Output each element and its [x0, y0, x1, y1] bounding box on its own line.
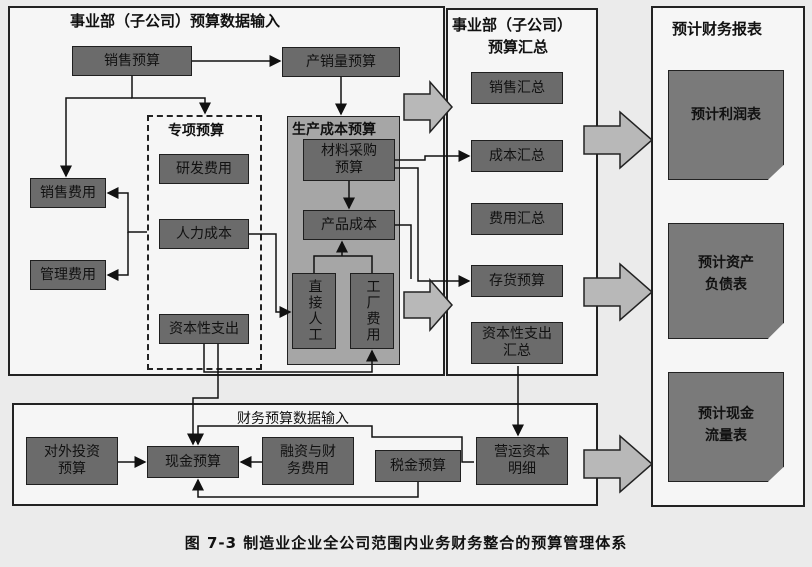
capex-summary-label-1: 资本性支出 — [482, 326, 552, 342]
division-summary-title-2: 预算汇总 — [488, 38, 549, 56]
capex-box: 资本性支出 — [159, 314, 249, 344]
production-cost-title: 生产成本预算 — [292, 122, 376, 138]
product-cost-box: 产品成本 — [303, 210, 395, 240]
inventory-budget-label: 存货预算 — [489, 272, 545, 289]
sales-expense-box: 销售费用 — [30, 178, 106, 208]
hr-cost-box: 人力成本 — [159, 219, 249, 249]
cash-budget-label: 现金预算 — [165, 453, 221, 470]
forecast-cashflow-doc: 预计现金流量表 — [668, 372, 784, 482]
production-budget-box: 产销量预算 — [282, 47, 400, 77]
forecast-reports-title: 预计财务报表 — [672, 20, 763, 38]
foreign-invest-box: 对外投资预算 — [26, 437, 118, 485]
working-capital-label-2: 明细 — [508, 461, 536, 477]
admin-expense-box: 管理费用 — [30, 260, 106, 290]
division-summary-panel — [446, 8, 598, 376]
cost-summary-box: 成本汇总 — [471, 140, 563, 172]
foreign-invest-label-2: 预算 — [58, 461, 86, 477]
special-budget-title: 专项预算 — [168, 123, 224, 139]
factory-overhead-box: 工厂费用 — [350, 273, 394, 349]
sales-summary-label: 销售汇总 — [489, 79, 545, 96]
production-budget-label: 产销量预算 — [306, 53, 376, 70]
sales-budget-box: 销售预算 — [72, 46, 192, 76]
sales-budget-label: 销售预算 — [104, 52, 160, 69]
figure-caption: 图 7-3 制造业企业全公司范围内业务财务整合的预算管理体系 — [184, 534, 628, 552]
direct-labor-box: 直接人工 — [292, 273, 336, 349]
forecast-income-doc: 预计利润表 — [668, 70, 784, 180]
product-cost-label: 产品成本 — [321, 216, 377, 233]
working-capital-box: 营运资本明细 — [476, 437, 568, 485]
forecast-cashflow-label-1: 预计现金 — [698, 406, 754, 422]
capex-label: 资本性支出 — [169, 320, 239, 337]
forecast-income-label: 预计利润表 — [691, 107, 761, 123]
rd-cost-label: 研发费用 — [176, 160, 232, 177]
financing-box: 融资与财务费用 — [262, 437, 354, 485]
expense-summary-box: 费用汇总 — [471, 203, 563, 235]
sales-summary-box: 销售汇总 — [471, 72, 563, 104]
direct-labor-label: 直接人工 — [306, 279, 323, 343]
division-input-title: 事业部（子公司）预算数据输入 — [70, 12, 281, 30]
factory-overhead-label: 工厂费用 — [364, 279, 381, 343]
capex-summary-label-2: 汇总 — [503, 343, 531, 359]
forecast-balance-label-1: 预计资产 — [698, 255, 754, 271]
material-budget-label-1: 材料采购 — [321, 143, 377, 159]
foreign-invest-label-1: 对外投资 — [44, 444, 100, 460]
forecast-balance-doc: 预计资产负债表 — [668, 223, 784, 339]
sales-expense-label: 销售费用 — [40, 184, 96, 201]
finance-input-title: 财务预算数据输入 — [237, 411, 349, 427]
expense-summary-label: 费用汇总 — [489, 210, 545, 227]
rd-cost-box: 研发费用 — [159, 154, 249, 184]
tax-budget-label: 税金预算 — [390, 457, 446, 474]
tax-budget-box: 税金预算 — [375, 450, 461, 482]
inventory-budget-box: 存货预算 — [471, 265, 563, 297]
material-budget-box: 材料采购预算 — [303, 139, 395, 181]
admin-expense-label: 管理费用 — [40, 266, 96, 283]
forecast-cashflow-label-2: 流量表 — [705, 428, 747, 444]
material-budget-label-2: 预算 — [335, 160, 363, 176]
cash-budget-box: 现金预算 — [147, 446, 239, 478]
working-capital-label-1: 营运资本 — [494, 444, 550, 460]
division-summary-title-1: 事业部（子公司） — [452, 16, 573, 34]
cost-summary-label: 成本汇总 — [489, 147, 545, 164]
capex-summary-box: 资本性支出汇总 — [471, 322, 563, 364]
forecast-balance-label-2: 负债表 — [705, 277, 747, 293]
financing-label-1: 融资与财 — [280, 444, 336, 460]
hr-cost-label: 人力成本 — [176, 225, 232, 242]
financing-label-2: 务费用 — [287, 461, 329, 477]
